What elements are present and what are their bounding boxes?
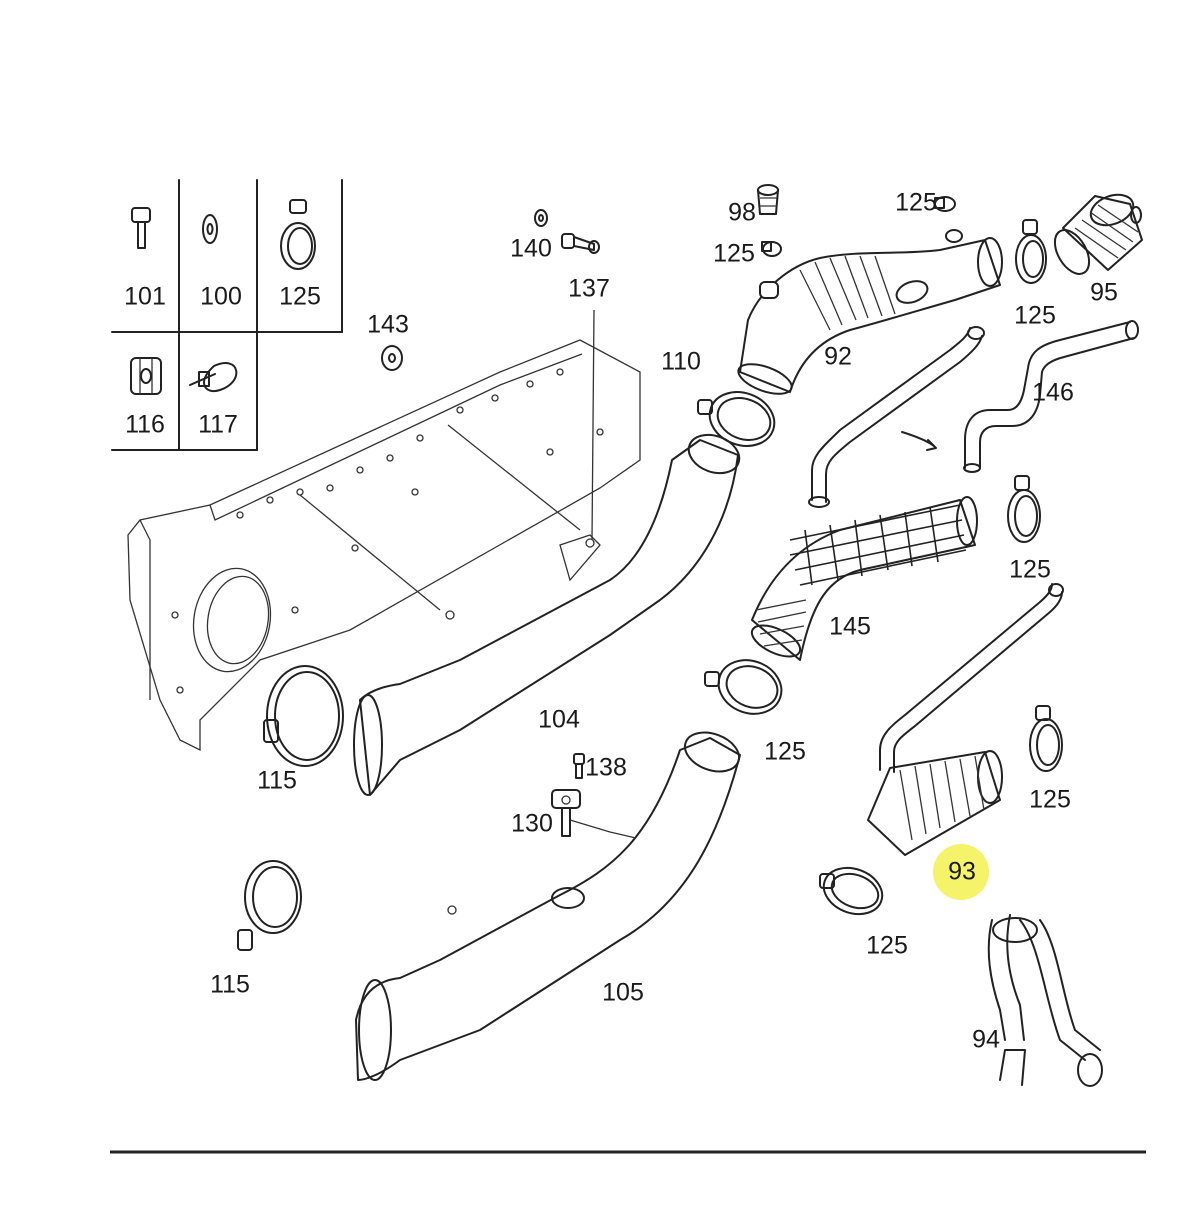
clamp-125-e	[1029, 705, 1063, 772]
pipe-104	[353, 433, 741, 796]
bolt-icon	[131, 207, 151, 249]
clamp-125-small-b	[934, 196, 956, 212]
callout-125-f: 125	[1029, 785, 1071, 814]
hose-94	[987, 914, 1103, 1087]
washer-icon	[202, 214, 218, 244]
clip-nut-icon	[130, 357, 162, 395]
clamp-125-c	[704, 659, 783, 715]
callout-125-a: 125	[713, 239, 755, 268]
callout-125-g: 125	[866, 931, 908, 960]
bellows-95	[1053, 193, 1143, 275]
callout-125-b: 125	[895, 188, 937, 217]
vent-pipe	[808, 326, 985, 508]
callout-145: 145	[829, 612, 871, 641]
leader-line	[591, 309, 595, 541]
washer-140	[534, 209, 548, 227]
callout-125-c: 125	[1014, 301, 1056, 330]
direction-arrow	[901, 431, 935, 447]
callout-137: 137	[568, 274, 610, 303]
washer-143	[381, 345, 403, 371]
clamp-125-f	[819, 866, 884, 916]
callout-140: 140	[510, 234, 552, 263]
callout-92: 92	[824, 342, 852, 371]
callout-94: 94	[972, 1025, 1000, 1054]
duct-92	[737, 229, 1003, 395]
bolt-137	[561, 233, 600, 254]
callout-95: 95	[1090, 278, 1118, 307]
clamp-115-a	[263, 665, 344, 767]
legend-label-125: 125	[279, 282, 321, 311]
legend-label-101: 101	[124, 282, 166, 311]
hose-clamp-icon	[280, 199, 316, 270]
callout-98: 98	[728, 198, 756, 227]
clamp-110	[697, 391, 776, 447]
clamp-125-d	[1007, 475, 1041, 543]
sensor-130	[551, 789, 637, 839]
clamp-125-small-a	[761, 241, 782, 257]
callout-125-e: 125	[764, 737, 806, 766]
leader-line	[299, 494, 441, 611]
callout-125-d: 125	[1009, 555, 1051, 584]
callout-130: 130	[511, 809, 553, 838]
hose-93	[867, 583, 1064, 856]
bolt-138	[573, 753, 585, 779]
clamp-125-a-large	[1015, 219, 1047, 284]
arrow-head	[926, 439, 937, 451]
callout-115-a: 115	[257, 766, 297, 795]
legend-table	[111, 179, 343, 451]
hose-145	[750, 496, 978, 661]
callout-104: 104	[538, 705, 580, 734]
callout-110: 110	[661, 347, 701, 376]
callout-138: 138	[585, 753, 627, 782]
legend-label-100: 100	[200, 282, 242, 311]
highlight-circle	[933, 844, 989, 900]
clamp-115-b	[237, 860, 302, 951]
callout-146: 146	[1032, 378, 1074, 407]
callout-105: 105	[602, 978, 644, 1007]
callout-143: 143	[367, 310, 409, 339]
cap-98	[757, 184, 779, 215]
pipe-105	[355, 731, 741, 1081]
callout-115-b: 115	[210, 970, 250, 999]
legend-label-117: 117	[198, 410, 238, 439]
engine-block	[127, 339, 641, 752]
callout-93: 93	[948, 857, 976, 886]
leader-line	[447, 424, 581, 531]
cable-tie-icon	[189, 362, 238, 393]
pipe-146	[963, 320, 1139, 473]
legend-label-116: 116	[125, 410, 165, 439]
